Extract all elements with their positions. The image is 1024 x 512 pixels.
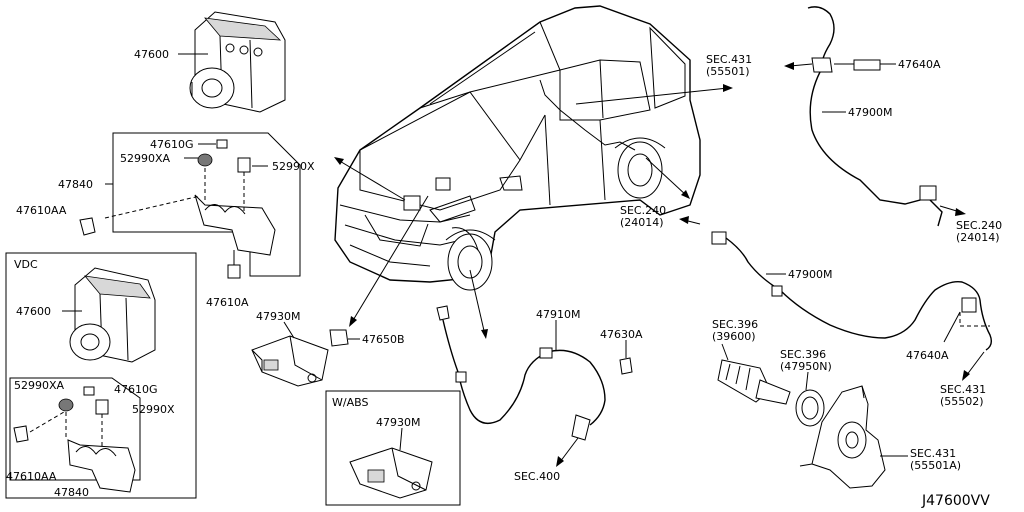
front-wheel-sensor	[436, 305, 633, 467]
yaw-rate-sensor	[251, 329, 349, 387]
label-47630a: 47630A	[600, 328, 643, 341]
label-47610aa-vdc: 47610AA	[6, 470, 57, 483]
bracket-group-top	[79, 132, 301, 279]
label-47610g-vdc: 47610G	[114, 383, 158, 396]
label-47640a-mid: 47640A	[906, 349, 949, 362]
wabs-title: W/ABS	[332, 396, 368, 409]
label-sec431-top-b: (55501)	[706, 65, 750, 78]
abs-actuator-location	[403, 195, 421, 211]
steering-knuckle	[799, 385, 886, 489]
label-52990xa-vdc: 52990XA	[14, 379, 65, 392]
label-52990x-vdc: 52990X	[132, 403, 175, 416]
label-47930m: 47930M	[256, 310, 300, 323]
label-52990x-top: 52990X	[272, 160, 315, 173]
bolt-47640a-top	[853, 59, 881, 71]
yaw-rate-sensor-abs	[349, 447, 433, 499]
callout-arrows	[334, 84, 733, 339]
label-47610g-top: 47610G	[150, 138, 194, 151]
label-sec396-a2: (39600)	[712, 330, 756, 343]
bolt-47640a-mid	[961, 297, 977, 313]
sensor-location	[435, 177, 451, 191]
label-sec431-bot-b: (55501A)	[910, 459, 961, 472]
label-47900m-top: 47900M	[848, 106, 892, 119]
abs-actuator-unit-vdc	[69, 267, 156, 363]
label-47640a-top: 47640A	[898, 58, 941, 71]
label-sec431-mid-b: (55502)	[940, 395, 984, 408]
bolt-47610aa-top	[79, 217, 96, 236]
label-sec431-top-a: SEC.431	[706, 53, 752, 66]
label-47900m-mid: 47900M	[788, 268, 832, 281]
label-sec240-mid-b: (24014)	[620, 216, 664, 229]
rear-sensor-mid	[679, 216, 993, 381]
label-sec396-a1: SEC.396	[712, 318, 758, 331]
label-sec431-bot-a: SEC.431	[910, 447, 956, 460]
label-47840-vdc: 47840	[54, 486, 89, 499]
label-sec240-right-b: (24014)	[956, 231, 1000, 244]
bracket-group-vdc	[13, 386, 136, 493]
abs-actuator-unit-top	[189, 11, 286, 113]
grommet-52990x	[237, 157, 251, 173]
vdc-inner-box	[9, 377, 141, 481]
label-47600-top: 47600	[134, 48, 169, 61]
drive-shaft-and-rotor	[717, 343, 825, 427]
bolt-47610a	[227, 264, 241, 279]
label-52990xa-top: 52990XA	[120, 152, 171, 165]
label-47610aa-top: 47610AA	[16, 204, 67, 217]
label-sec396-b2: (47950N)	[780, 360, 832, 373]
nut-47650b	[329, 329, 349, 347]
vehicle-illustration	[334, 5, 701, 291]
vdc-title: VDC	[14, 258, 38, 271]
label-sec396-b1: SEC.396	[780, 348, 826, 361]
wabs-box	[325, 390, 461, 506]
label-47840-top: 47840	[58, 178, 93, 191]
label-sec240-right-a: SEC.240	[956, 219, 1002, 232]
label-47930m-abs: 47930M	[376, 416, 420, 429]
label-sec431-mid-a: SEC.431	[940, 383, 986, 396]
label-sec240-mid-a: SEC.240	[620, 204, 666, 217]
label-47600-vdc: 47600	[16, 305, 51, 318]
label-47910m: 47910M	[536, 308, 580, 321]
vdc-box	[5, 252, 197, 499]
label-sec400: SEC.400	[514, 470, 560, 483]
diagram-code: J47600VV	[921, 493, 990, 509]
grommet-52990xa	[197, 153, 213, 167]
bolt-47610g	[216, 139, 228, 149]
bolt-47630a	[619, 357, 633, 375]
rear-sensor-top	[784, 6, 966, 227]
label-47610a: 47610A	[206, 296, 249, 309]
label-47650b: 47650B	[362, 333, 405, 346]
